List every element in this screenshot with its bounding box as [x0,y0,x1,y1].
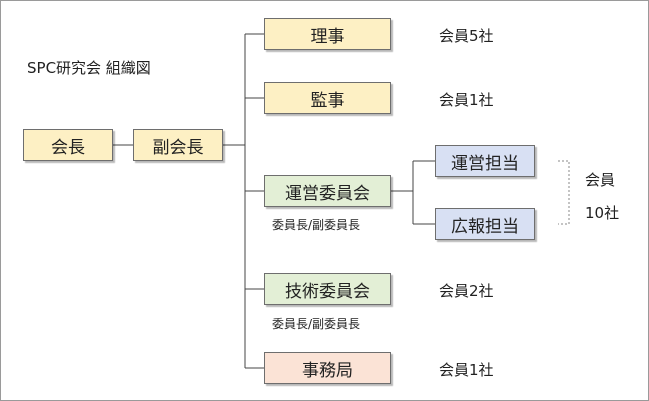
auditor-box: 監事 [264,82,391,114]
secretariat-member-count: 会員1社 [439,361,494,379]
ops-member-count-line1: 会員 [585,171,616,189]
director-box: 理事 [264,18,391,50]
operations-committee-box: 運営委員会 [264,175,391,207]
operations-committee-leaders: 委員長/副委員長 [272,218,361,232]
chair-box: 会長 [23,129,113,161]
pr-in-charge-box: 広報担当 [435,208,535,240]
vice-chair-box: 副会長 [133,129,223,161]
director-member-count: 会員5社 [439,27,494,45]
chart-title: SPC研究会 組織図 [27,59,151,77]
auditor-member-count: 会員1社 [439,91,494,109]
secretariat-box: 事務局 [264,352,391,384]
ops-member-count-line2: 10社 [585,204,620,222]
technical-member-count: 会員2社 [439,282,494,300]
operations-in-charge-box: 運営担当 [435,145,535,177]
technical-committee-leaders: 委員長/副委員長 [272,317,361,331]
technical-committee-box: 技術委員会 [264,273,391,305]
